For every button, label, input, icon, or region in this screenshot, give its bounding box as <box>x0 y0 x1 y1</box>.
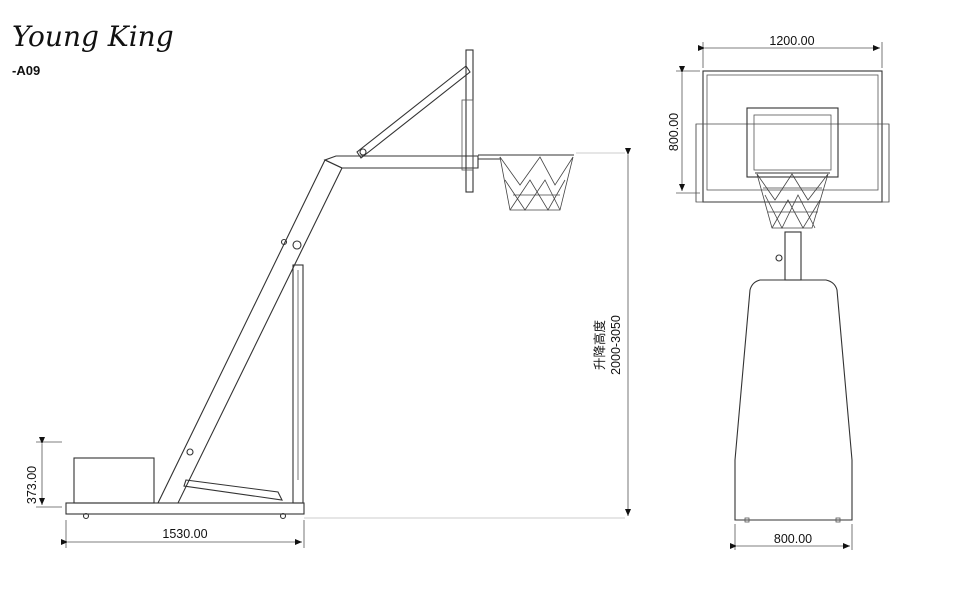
front-post <box>784 231 802 281</box>
front-base-width-dimension: 800.00 <box>730 524 853 550</box>
side-wheel-right <box>279 512 287 520</box>
side-gas-spring <box>292 264 304 504</box>
side-net <box>499 156 574 211</box>
side-counterweight <box>73 457 155 504</box>
model-number: -A09 <box>12 63 40 78</box>
side-dimension-width: 1530.00 <box>61 520 305 548</box>
front-base-cover <box>734 279 853 521</box>
svg-text:2000-3050: 2000-3050 <box>609 315 623 375</box>
front-board-width-dimension: 1200.00 <box>698 34 883 68</box>
side-lift-lever <box>183 479 283 501</box>
front-board-height-dimension: 800.00 <box>667 66 700 194</box>
svg-text:1200.00: 1200.00 <box>769 34 814 48</box>
brand-logo: Young King <box>12 20 174 53</box>
front-backboard <box>702 70 883 203</box>
side-view <box>65 49 625 520</box>
front-view <box>695 70 890 523</box>
side-dimension-height: 373.00 <box>25 437 62 508</box>
svg-text:800.00: 800.00 <box>774 532 812 546</box>
side-wheel-left <box>82 512 90 520</box>
svg-text:1530.00: 1530.00 <box>162 527 207 541</box>
front-net <box>756 173 829 229</box>
lift-range-dimension: 升降高度 2000-3050 <box>592 148 631 516</box>
side-base-plate <box>65 502 305 515</box>
side-support-strut <box>356 65 471 159</box>
side-arm <box>323 155 479 169</box>
side-main-boom <box>157 159 343 504</box>
svg-text:373.00: 373.00 <box>25 466 39 504</box>
front-shooter-square <box>746 107 839 178</box>
svg-text:800.00: 800.00 <box>667 113 681 151</box>
side-adjust-knob <box>292 240 302 250</box>
svg-text:升降高度: 升降高度 <box>592 320 607 371</box>
